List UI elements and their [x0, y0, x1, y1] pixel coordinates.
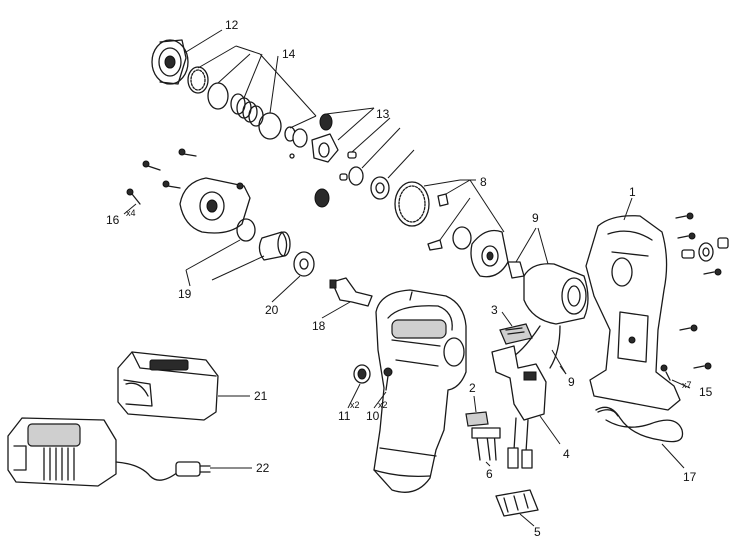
part-12-front-cover	[151, 39, 189, 85]
callout-10: 10	[366, 409, 380, 423]
callout-13: 13	[376, 107, 390, 121]
qty-16: x4	[126, 208, 136, 218]
part-5-terminal-block	[495, 489, 539, 517]
part-15-screws	[660, 212, 722, 381]
part-4-trigger-switch	[491, 345, 547, 469]
qty-11: x2	[350, 400, 360, 410]
leader-17	[661, 443, 685, 469]
callout-9-bottom: 9	[568, 375, 575, 389]
part-18-anvil	[329, 277, 373, 307]
callout-11: 11	[338, 409, 351, 423]
callout-22: 22	[256, 461, 270, 475]
qty-10: x2	[378, 400, 388, 410]
callout-21: 21	[254, 389, 268, 403]
callout-19: 19	[178, 287, 192, 301]
part-20-washer	[293, 251, 315, 277]
leader-8-group	[423, 179, 505, 241]
callout-6: 6	[486, 467, 493, 481]
leader-10	[373, 391, 387, 409]
part-14-spring-washer-set	[187, 66, 296, 142]
part-9-motor	[505, 261, 589, 369]
part-6-terminals	[471, 427, 501, 461]
callout-5: 5	[534, 525, 541, 539]
leader-15	[671, 379, 691, 389]
leader-1	[623, 197, 633, 221]
part-3-circuit-board	[499, 323, 533, 345]
leader-14-group	[197, 45, 317, 129]
part-1-right-housing	[585, 215, 681, 411]
callout-16: 16	[106, 213, 120, 227]
part-17-wrist-strap	[595, 406, 684, 443]
part-19-bearing-set	[236, 218, 291, 261]
leader-13-group	[325, 107, 415, 179]
callout-4: 4	[563, 447, 570, 461]
leader-4	[539, 415, 561, 445]
leader-18	[321, 301, 351, 319]
part-10-screw	[383, 367, 393, 391]
part-22-charger	[7, 417, 211, 487]
part-11-direction-button	[353, 364, 371, 384]
part-hammer-case	[179, 177, 251, 234]
leader-11	[347, 383, 361, 409]
part-13-hammer-assembly	[289, 113, 390, 208]
callout-1: 1	[629, 185, 636, 199]
leader-6	[485, 461, 491, 467]
callout-17: 17	[683, 470, 697, 484]
leader-16	[123, 203, 137, 215]
callout-9-top: 9	[532, 211, 539, 225]
leader-9-group	[515, 227, 567, 375]
part-16-screws	[126, 148, 197, 205]
callout-8: 8	[480, 175, 487, 189]
part-21-battery	[117, 351, 219, 421]
callout-14: 14	[282, 47, 296, 61]
callout-20: 20	[265, 303, 279, 317]
callout-15: 15	[699, 385, 713, 399]
part-left-housing	[373, 289, 467, 493]
leader-19-group	[185, 239, 265, 287]
leader-2	[473, 395, 477, 413]
leader-20	[271, 275, 301, 303]
leader-12	[185, 29, 223, 53]
callout-18: 18	[312, 319, 326, 333]
callout-3: 3	[491, 303, 498, 317]
leader-3	[501, 311, 513, 327]
leader-5	[519, 513, 535, 527]
part-2-lever	[465, 411, 489, 427]
callout-2: 2	[469, 381, 476, 395]
qty-15: x7	[682, 380, 692, 390]
part-8-gear-case	[394, 181, 509, 278]
callout-12: 12	[225, 18, 239, 32]
part-belt-clip-hardware	[681, 237, 729, 262]
